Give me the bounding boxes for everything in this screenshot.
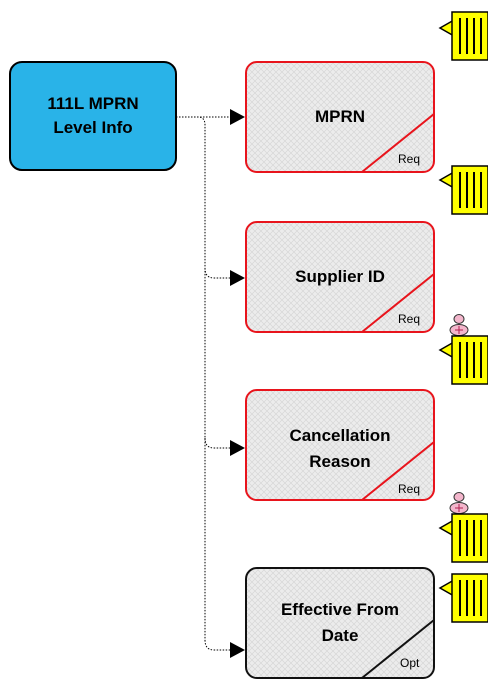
note-icon [438, 513, 488, 563]
node-corner-slash [361, 441, 435, 501]
node-corner-slash [361, 113, 435, 173]
node-corner-slash [361, 619, 435, 679]
arrowhead [230, 270, 245, 286]
note-icon [438, 165, 488, 215]
note-icon [438, 335, 488, 385]
connector-effective-from-date [204, 639, 232, 651]
person-icon [449, 314, 469, 336]
node-box [245, 221, 435, 333]
root-node-box [9, 61, 177, 171]
note-icon [438, 573, 488, 623]
node-box [245, 389, 435, 501]
connector-trunk [176, 116, 206, 640]
node-corner-slash [361, 273, 435, 333]
person-icon [449, 492, 469, 514]
arrowhead [230, 440, 245, 456]
note-icon [438, 11, 488, 61]
arrowhead [230, 109, 245, 125]
node-supplier-id [245, 221, 435, 333]
connector-supplier-id [204, 267, 232, 279]
node-box [245, 567, 435, 679]
connectors [176, 116, 232, 651]
connector-cancellation-reason [204, 437, 232, 449]
arrowhead [230, 642, 245, 658]
node-mprn [245, 61, 435, 173]
node-effective-from-date [245, 567, 435, 679]
node-cancellation-reason [245, 389, 435, 501]
node-box [245, 61, 435, 173]
arrowheads [230, 109, 245, 658]
